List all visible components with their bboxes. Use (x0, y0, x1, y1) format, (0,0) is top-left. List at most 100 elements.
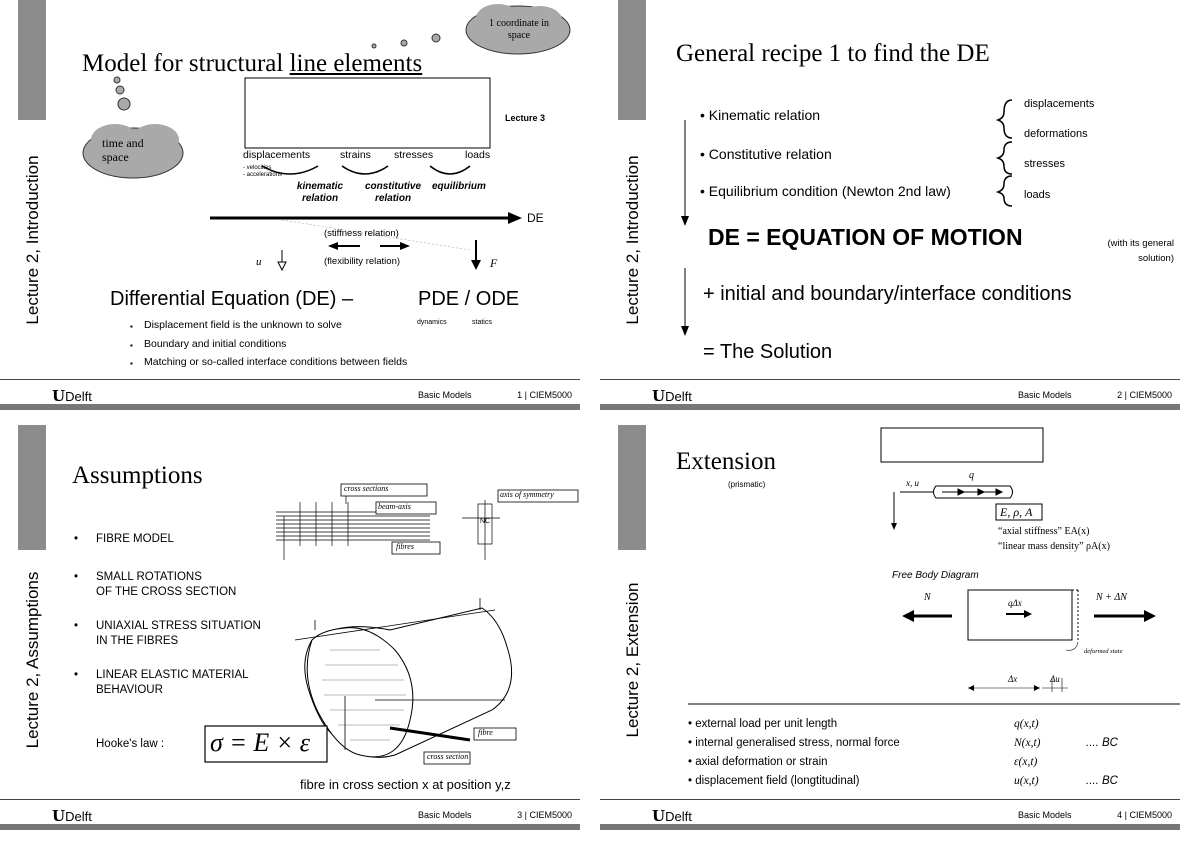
subtitle: (prismatic) (728, 480, 766, 489)
slide-footer: UDelft Basic Models 4 | CIEM5000 (600, 799, 1180, 830)
page-number: 1 | CIEM5000 (517, 390, 572, 400)
slide1-graphics (82, 4, 571, 272)
list-item: Displacement field is the unknown to sol… (130, 316, 407, 336)
row-symbol: u(x,t) (1014, 775, 1039, 787)
equation-of-motion: DE = EQUATION OF MOTION (708, 224, 1023, 250)
statics-label: statics (472, 319, 492, 326)
right-label: deformations (1024, 128, 1088, 140)
slide2-graphics (681, 99, 1013, 336)
page-number: 2 | CIEM5000 (1117, 390, 1172, 400)
accent-block (618, 425, 646, 550)
accent-block (18, 425, 46, 550)
list-item: •SMALL ROTATIONS OF THE CROSS SECTION (74, 571, 237, 598)
recipe-item: • Kinematic relation (700, 107, 821, 123)
page-title: General recipe 1 to find the DE (676, 40, 990, 67)
slide-footer: UDelft Basic Models 1 | CIEM5000 (0, 379, 580, 410)
lecture3-label: Lecture 3 (505, 113, 546, 123)
footer-model: Basic Models (1018, 810, 1072, 820)
mass-density: “linear mass density” ρA(x) (998, 541, 1110, 552)
row-symbol: q(x,t) (1014, 718, 1039, 730)
page-title: Assumptions (72, 462, 203, 489)
slide-3: Lecture 2, Assumptions Assumptions (0, 420, 580, 830)
label-cross-section: cross section (427, 752, 469, 761)
xu-label: x, u (906, 478, 919, 488)
relation-label: equilibrium (432, 181, 486, 192)
list-item: Matching or so-called interface conditio… (130, 353, 407, 373)
right-label: loads (1024, 189, 1051, 201)
label-nc: NC (480, 518, 491, 525)
list-item: •LINEAR ELASTIC MATERIAL BEHAVIOUR (74, 669, 249, 696)
page-number: 4 | CIEM5000 (1117, 810, 1172, 820)
material-props: E, ρ, A (1000, 505, 1033, 519)
recipe-item: • Equilibrium condition (Newton 2nd law) (700, 183, 951, 199)
row-label: • axial deformation or strain (688, 756, 828, 768)
de-label: DE (527, 211, 544, 225)
chain-item: loads (465, 149, 491, 161)
tudelft-logo: UDelft (652, 387, 692, 405)
q-label: q (969, 470, 974, 481)
f-symbol: F (490, 256, 498, 270)
label-fibre: fibre (478, 728, 493, 737)
du-label: Δu (1050, 674, 1060, 684)
u-symbol: u (256, 256, 262, 268)
row-label: • displacement field (longtitudinal) (688, 775, 860, 787)
cloud-text-left: time and space (102, 136, 144, 164)
de-heading: Differential Equation (DE) – (110, 288, 354, 310)
row-symbol: N(x,t) (1014, 737, 1041, 749)
slide-4: Lecture 2, Extension Extension (prismati… (600, 420, 1180, 830)
row-bc: .... BC (1086, 737, 1118, 749)
accent-block (618, 0, 646, 120)
chain-item: stresses (394, 149, 434, 161)
tudelft-logo: UDelft (652, 807, 692, 825)
n-right: N + ΔN (1096, 592, 1127, 603)
chain-item: strains (340, 149, 371, 161)
fbd-title: Free Body Diagram (892, 570, 979, 581)
hooke-formula: σ = E × ε (210, 728, 311, 757)
relation-label: kinematic relation (296, 181, 344, 204)
row-label: • internal generalised stress, normal fo… (688, 737, 900, 749)
footer-model: Basic Models (1018, 390, 1072, 400)
qdx-label: qΔx (1008, 598, 1022, 608)
accent-block (18, 0, 46, 120)
list-item: •UNIAXIAL STRESS SITUATION IN THE FIBRES (74, 620, 261, 647)
subnote: - velocities - accelerations (243, 165, 283, 178)
list-item: •FIBRE MODEL (74, 533, 174, 545)
slide-footer: UDelft Basic Models 3 | CIEM5000 (0, 799, 580, 830)
recipe-item: • Constitutive relation (700, 146, 832, 162)
solution-line: = The Solution (703, 341, 833, 363)
row-symbol: ε(x,t) (1014, 756, 1038, 768)
tudelft-logo: UDelft (52, 387, 92, 405)
axial-stiffness: “axial stiffness” EA(x) (998, 526, 1090, 537)
list-item: Boundary and initial conditions (130, 335, 407, 354)
footer-model: Basic Models (418, 810, 472, 820)
bullet-list: Displacement field is the unknown to sol… (130, 316, 407, 373)
dynamics-label: dynamics (417, 319, 447, 326)
general-solution-note: (with its general solution) (1107, 238, 1174, 264)
right-label: displacements (1024, 98, 1095, 110)
cloud-text-right: 1 coordinate in space (489, 18, 549, 41)
dx-label: Δx (1008, 674, 1018, 684)
stiffness-label: (stiffness relation) (324, 228, 399, 239)
label-fibres: fibres (396, 542, 414, 551)
page-title: Extension (676, 448, 776, 475)
hooke-label: Hooke's law : (96, 738, 165, 750)
slide4-graphics (688, 427, 1180, 705)
label-cross-sections: cross sections (344, 484, 389, 493)
slide-footer: UDelft Basic Models 2 | CIEM5000 (600, 379, 1180, 410)
conditions-line: + initial and boundary/interface conditi… (703, 283, 1072, 305)
slide-2: Lecture 2, Introduction General recipe 1… (600, 0, 1180, 410)
pde-ode: PDE / ODE (418, 288, 520, 310)
assumption-list: •FIBRE MODEL •SMALL ROTATIONS OF THE CRO… (74, 532, 261, 698)
footer-model: Basic Models (418, 390, 472, 400)
n-left: N (924, 592, 931, 603)
label-beam-axis: beam-axis (378, 502, 411, 511)
relation-label: constitutive relation (364, 181, 422, 204)
page-title: Model for structural line elements (82, 50, 423, 77)
deformed-label: deformed state (1084, 648, 1123, 655)
chain-item: displacements (243, 149, 311, 161)
page-number: 3 | CIEM5000 (517, 810, 572, 820)
row-label: • external load per unit length (688, 718, 838, 730)
row-bc: .... BC (1086, 775, 1118, 787)
flexibility-label: (flexibility relation) (324, 256, 401, 267)
slide-1: Lecture 2, Introduction 1 (0, 0, 580, 410)
